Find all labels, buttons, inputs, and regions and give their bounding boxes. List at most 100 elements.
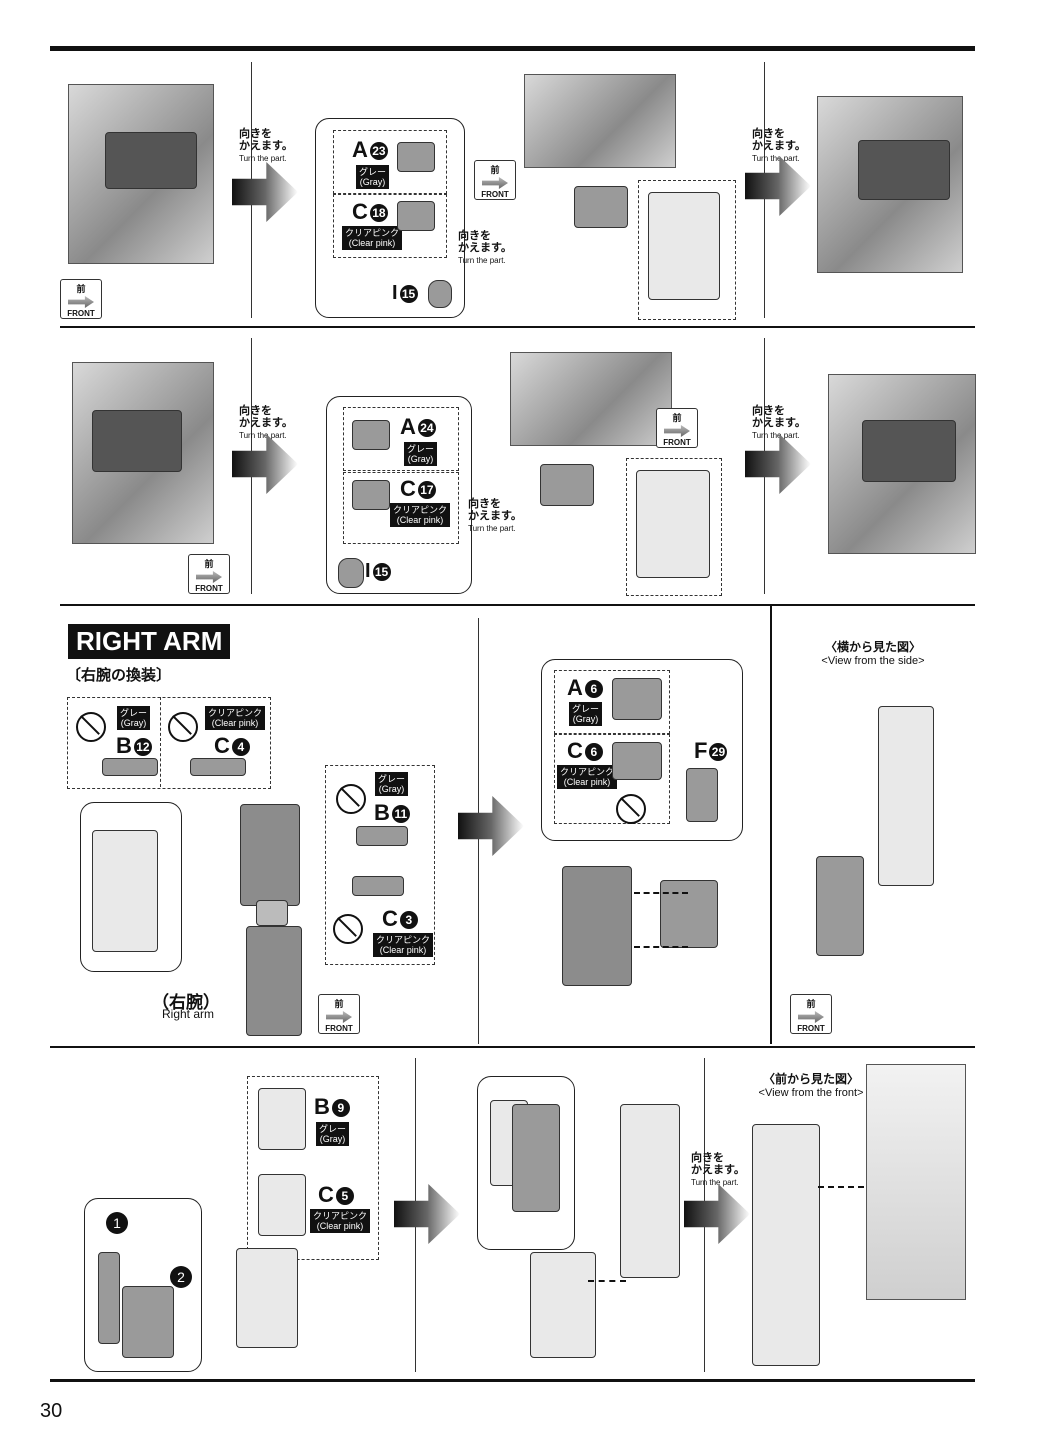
side-view-label: 〈横から見た図〉 <View from the side> (808, 638, 938, 667)
part-letter: B (116, 733, 132, 758)
turn-jp1: 向きを (752, 128, 785, 140)
clear-pink-en: (Clear pink) (396, 515, 444, 525)
part-number: 23 (369, 142, 388, 161)
gray-jp: グレー (319, 1124, 347, 1134)
part-number: 17 (417, 481, 436, 500)
shield-part-r1 (648, 192, 720, 300)
right-arm-label-jp: （右腕） (152, 993, 220, 1012)
row-rule-2 (60, 604, 975, 606)
part-c17-piece (352, 480, 390, 510)
front-badge-en: FRONT (663, 438, 691, 447)
gray-en: (Gray) (572, 714, 599, 724)
part-f29-piece (686, 768, 718, 822)
part-i15-piece-r2 (338, 558, 364, 588)
turn-note-r2-b: 向きを かえます。 Turn the part. (468, 498, 522, 535)
detail-box-r2 (626, 458, 722, 596)
front-badge-jp: 前 (204, 559, 214, 569)
front-badge-5: 前 FRONT (318, 994, 360, 1034)
gray-en: (Gray) (407, 454, 434, 464)
arm-detail-part (92, 830, 158, 952)
hand-assembly-r4 (530, 1252, 596, 1358)
part-c5-piece (258, 1174, 306, 1236)
part-letter: F (694, 738, 708, 763)
part-number: 4 (231, 738, 250, 757)
turn-en: Turn the part. (239, 431, 287, 440)
front-badge-en: FRONT (481, 190, 509, 199)
no-cut-icon-c4 (168, 712, 198, 742)
front-badge-1: 前 FRONT (60, 279, 102, 319)
parts-group-r1-c (333, 194, 447, 258)
assembly-guide-2 (634, 946, 688, 948)
clear-pink-tag-c5: クリアピンク (Clear pink) (310, 1209, 371, 1233)
clear-pink-jp: クリアピンク (560, 767, 615, 777)
part-c6-piece (612, 742, 662, 780)
step-arrow-icon-r2-b (745, 434, 811, 494)
no-cut-icon-c6 (616, 794, 646, 824)
divider-b12-c4 (160, 697, 162, 787)
side-view-arm (878, 706, 934, 886)
front-view-label: 〈前から見た図〉 <View from the front> (746, 1070, 876, 1099)
arm-joint (256, 900, 288, 926)
gray-en: (Gray) (359, 177, 386, 187)
front-arrow-icon (798, 1011, 824, 1023)
part-number: 24 (417, 419, 436, 438)
part-letter: B (374, 800, 390, 825)
turn-note-r1-b: 向きを かえます。 Turn the part. (458, 230, 512, 267)
turn-en: Turn the part. (691, 1178, 739, 1187)
part-b12-piece (102, 758, 158, 776)
part-a23-piece (397, 142, 435, 172)
parts-group-a6 (554, 670, 670, 734)
front-badge-jp: 前 (76, 284, 86, 294)
turn-jp2: かえます。 (239, 140, 293, 152)
row-rule-3 (50, 1046, 975, 1048)
removed-armor-part (98, 1252, 120, 1344)
part-letter: B (314, 1094, 330, 1119)
parts-group-b9-c5 (247, 1076, 379, 1260)
front-badge-en: FRONT (797, 1024, 825, 1033)
part-letter: C (400, 476, 416, 501)
front-view-en: <View from the front> (758, 1087, 864, 1099)
parts-group-c6 (554, 734, 670, 824)
front-view-jp: 〈前から見た図〉 (762, 1072, 859, 1086)
step-arrow-icon-r1-b (745, 156, 811, 216)
chest-part-4 (862, 420, 956, 482)
front-arrow-icon (482, 177, 508, 189)
divider-r3-b (770, 604, 772, 1044)
turn-jp1: 向きを (468, 498, 501, 510)
clear-pink-jp: クリアピンク (208, 708, 263, 718)
rotate-base-part (512, 1104, 560, 1212)
turn-en: Turn the part. (752, 154, 800, 163)
turn-jp1: 向きを (458, 230, 491, 242)
part-c4-piece (190, 758, 246, 776)
detail-box-r1 (638, 180, 736, 320)
parts-group-b11-c3 (325, 765, 435, 965)
clear-pink-en: (Clear pink) (348, 238, 396, 248)
chest-part-3 (92, 410, 182, 472)
gray-tag-r1: グレー (Gray) (356, 165, 390, 189)
step-arrow-icon-r4-b (684, 1184, 750, 1244)
part-number: 18 (369, 204, 388, 223)
gray-en: (Gray) (120, 718, 147, 728)
page-number: 30 (40, 1400, 63, 1422)
turn-jp2: かえます。 (239, 417, 293, 429)
turn-jp2: かえます。 (691, 1164, 745, 1176)
clear-pink-tag-c4: クリアピンク (Clear pink) (205, 706, 266, 730)
front-badge-jp: 前 (672, 413, 682, 423)
front-badge-6: 前 FRONT (790, 994, 832, 1034)
right-arm-label-en: Right arm (162, 1007, 215, 1021)
part-b11-piece (356, 826, 408, 846)
turn-jp2: かえます。 (458, 242, 512, 254)
gray-tag-b9: グレー (Gray) (316, 1122, 350, 1146)
turn-note-r1-c: 向きを かえます。 Turn the part. (752, 128, 806, 165)
parts-group-r2-a (343, 407, 459, 471)
front-badge-4: 前 FRONT (656, 408, 698, 448)
armor-assembly-r3 (660, 880, 718, 948)
front-badge-en: FRONT (325, 1024, 353, 1033)
part-number: 12 (133, 738, 152, 757)
